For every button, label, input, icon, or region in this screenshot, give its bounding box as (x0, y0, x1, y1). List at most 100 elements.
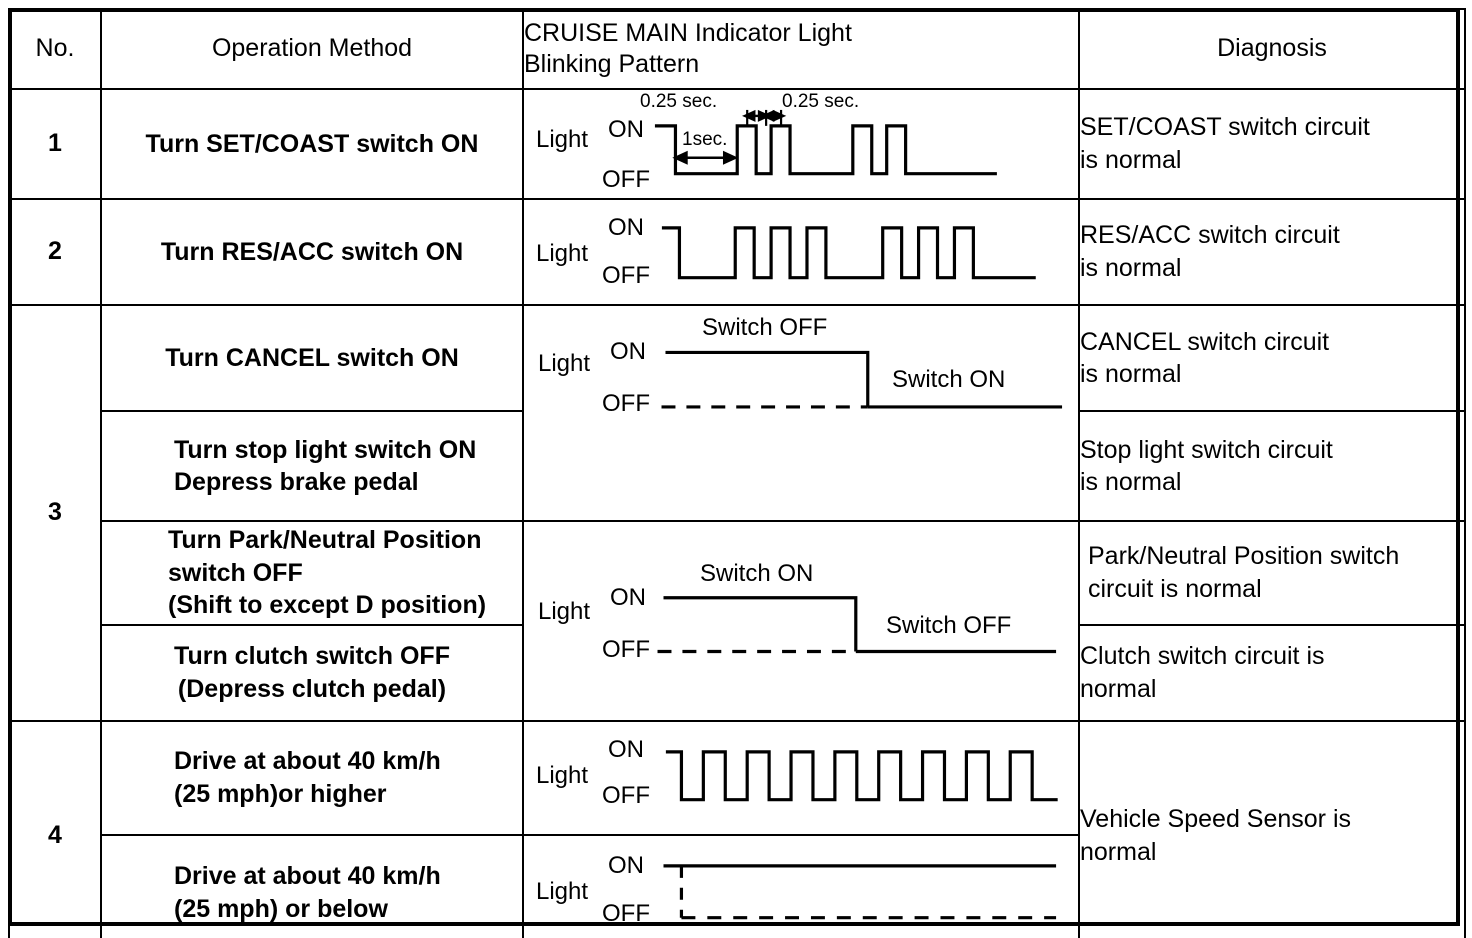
waveform-parkneutral-svg (657, 596, 1057, 654)
header-blinking-pattern-line1: CRUISE MAIN Indicator Light (524, 18, 852, 47)
waveform-on-label: ON (610, 338, 646, 366)
row1-waveform-cell: Light ON OFF 0.25 sec. 0.25 sec. 1sec. (522, 88, 1080, 200)
row3a-operation-line1: Turn CANCEL switch ON (165, 343, 459, 372)
row2-no: 2 (8, 197, 102, 307)
waveform-on-label: ON (610, 584, 646, 612)
waveform-off-label: OFF (602, 900, 650, 928)
waveform-light-label: Light (538, 350, 591, 378)
waveform-parkneutral: Light ON OFF Switch ON Switch OFF (524, 522, 1078, 719)
row3d-operation: Turn clutch switch OFF (Depress clutch p… (100, 623, 524, 722)
table-row-2: 2 Turn RES/ACC switch ON Light ON OFF (8, 197, 1466, 307)
row3-no: 3 (8, 304, 102, 722)
table-row-4b: Drive at about 40 km/h (25 mph) or below… (9, 834, 1465, 938)
header-operation-method: Operation Method (100, 8, 524, 90)
row3c-diagnosis: Park/Neutral Position switch circuit is … (1078, 520, 1466, 626)
waveform-on-label: ON (608, 213, 644, 241)
waveform-on-label: ON (608, 852, 644, 880)
row4b-waveform-cell: Light ON OFF (522, 834, 1080, 938)
waveform-switch-on-label: Switch ON (892, 366, 1006, 394)
row2-waveform-cell: Light ON OFF (522, 197, 1080, 307)
row3c-diagnosis-line2: circuit is normal (1088, 574, 1262, 603)
row1-operation: Turn SET/COAST switch ON (100, 88, 524, 200)
row4b-operation: Drive at about 40 km/h (25 mph) or below (100, 834, 524, 938)
waveform-cancel-svg (661, 351, 1063, 409)
waveform-light-label: Light (538, 598, 591, 626)
cruise-diagnosis-table: No. Operation Method CRUISE MAIN Indicat… (8, 8, 1466, 938)
waveform-on-label: ON (608, 116, 644, 143)
waveform-setcoast: Light ON OFF 0.25 sec. 0.25 sec. 1sec. (524, 90, 1078, 198)
row3b-diagnosis-line2: is normal (1080, 468, 1182, 497)
row1-diagnosis-line1: SET/COAST switch circuit (1080, 113, 1370, 142)
waveform-switch-on-label: Switch ON (700, 560, 814, 588)
waveform-light-label: Light (536, 761, 589, 789)
table-row-3d: Turn clutch switch OFF (Depress clutch p… (9, 623, 1466, 722)
row3a-operation: Turn CANCEL switch ON (100, 304, 524, 413)
waveform-switch-off-label: Switch OFF (886, 612, 1012, 640)
table-row-1: 1 Turn SET/COAST switch ON Light ON OFF … (8, 88, 1466, 200)
row3c-operation-line2: switch OFF (168, 558, 303, 587)
row2-diagnosis-line2: is normal (1080, 253, 1182, 282)
row3d-diagnosis-line1: Clutch switch circuit is (1080, 642, 1325, 671)
row4b-operation-line2: (25 mph) or below (174, 894, 388, 923)
row3c-operation-line1: Turn Park/Neutral Position (168, 526, 482, 555)
row3b-operation-line1: Turn stop light switch ON (174, 435, 477, 464)
row3a-diagnosis: CANCEL switch circuit is normal (1078, 304, 1466, 413)
row4b-operation-line1: Drive at about 40 km/h (174, 862, 441, 891)
table-row-4a: 4 Drive at about 40 km/h (25 mph)or high… (8, 719, 1466, 938)
waveform-t3-label: 1sec. (682, 129, 728, 150)
row3c-operation: Turn Park/Neutral Position switch OFF (S… (100, 520, 524, 626)
row3b-operation: Turn stop light switch ON Depress brake … (100, 410, 524, 523)
row3a-diagnosis-line2: is normal (1080, 360, 1182, 389)
waveform-setcoast-svg (654, 109, 997, 176)
waveform-off-label: OFF (602, 636, 650, 664)
row3b-diagnosis-line1: Stop light switch circuit (1080, 435, 1333, 464)
row1-no: 1 (8, 88, 102, 200)
waveform-light-label: Light (536, 126, 589, 153)
row3d-diagnosis-line2: normal (1080, 674, 1157, 703)
row4-diagnosis-line1: Vehicle Speed Sensor is (1080, 805, 1352, 834)
row2-operation: Turn RES/ACC switch ON (100, 197, 524, 307)
waveform-off-label: OFF (602, 261, 650, 289)
row3b-diagnosis: Stop light switch circuit is normal (1078, 410, 1466, 523)
header-blinking-pattern-line2: Blinking Pattern (524, 50, 700, 78)
row2-diagnosis-line1: RES/ACC switch circuit (1080, 221, 1340, 250)
row3c-operation-line3: (Shift to except D position) (168, 591, 487, 620)
row4a-operation: Drive at about 40 km/h (25 mph)or higher (100, 719, 524, 837)
waveform-resacc: Light ON OFF (524, 200, 1078, 305)
row3d-operation-line2: (Depress clutch pedal) (177, 674, 447, 703)
row3d-diagnosis: Clutch switch circuit is normal (1078, 623, 1466, 722)
row3b-operation-line2: Depress brake pedal (174, 468, 419, 497)
row4-no: 4 (8, 719, 102, 938)
waveform-off-label: OFF (602, 166, 650, 193)
table-row-3c: Turn Park/Neutral Position switch OFF (S… (9, 520, 1466, 722)
header-blinking-pattern: CRUISE MAIN Indicator Light Blinking Pat… (522, 8, 1080, 90)
row4a-waveform-cell: Light ON OFF (522, 719, 1080, 837)
table-row-3b: Turn stop light switch ON Depress brake … (9, 410, 1466, 523)
waveform-light-label: Light (536, 239, 589, 267)
row3cd-waveform-cell: Light ON OFF Switch ON Switch OFF (522, 520, 1080, 722)
waveform-cancel: Light ON OFF Switch OFF Switch ON (524, 306, 1078, 520)
waveform-on-label: ON (608, 735, 644, 763)
waveform-t1-label: 0.25 sec. (640, 91, 718, 112)
row4-diagnosis: Vehicle Speed Sensor is normal (1078, 719, 1466, 938)
row1-diagnosis-line2: is normal (1080, 145, 1182, 174)
row2-diagnosis: RES/ACC switch circuit is normal (1078, 197, 1466, 307)
waveform-resacc-svg (661, 225, 1036, 279)
table-header-row: No. Operation Method CRUISE MAIN Indicat… (8, 8, 1466, 90)
waveform-switch-off-label: Switch OFF (702, 314, 828, 342)
row3a-diagnosis-line1: CANCEL switch circuit (1080, 327, 1330, 356)
row1-diagnosis: SET/COAST switch circuit is normal (1078, 88, 1466, 200)
header-no: No. (8, 8, 102, 90)
waveform-speed-high-svg (665, 749, 1058, 801)
row3d-operation-line1: Turn clutch switch OFF (174, 642, 450, 671)
waveform-light-label: Light (536, 878, 589, 906)
row4-diagnosis-line2: normal (1080, 837, 1157, 866)
header-diagnosis: Diagnosis (1078, 8, 1466, 90)
row3c-diagnosis-line1: Park/Neutral Position switch (1088, 542, 1400, 571)
waveform-off-label: OFF (602, 390, 650, 418)
row4a-operation-line2: (25 mph)or higher (174, 779, 387, 808)
waveform-t2-label: 0.25 sec. (782, 91, 860, 112)
waveform-speed-low-svg (663, 864, 1057, 920)
row4a-operation-line1: Drive at about 40 km/h (174, 747, 441, 776)
